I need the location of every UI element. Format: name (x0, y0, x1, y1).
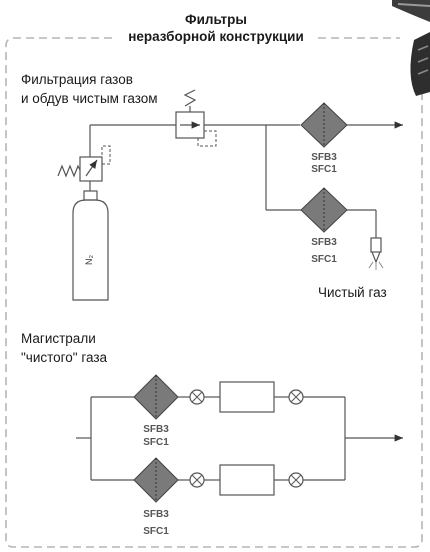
equipment-box (219, 464, 275, 496)
section1-caption-line-2: и обдув чистым газом (21, 91, 158, 106)
dashed-frame (5, 37, 423, 548)
filter-section2-1-model1: SFB3 (143, 424, 169, 435)
filter-section2-1 (133, 374, 179, 420)
filter-section2-2-model2: SFC1 (143, 526, 169, 537)
filter-section2-2-model1: SFB3 (143, 509, 169, 520)
filter-section1-1-model2: SFC1 (311, 164, 337, 175)
pressure-regulator (57, 124, 176, 191)
valve-icon (189, 472, 205, 488)
valve-icon (288, 472, 304, 488)
valve-icon (189, 389, 205, 405)
filter-section1-2-model1: SFB3 (311, 237, 337, 248)
title-line-1: Фильтры (185, 12, 247, 27)
section2-caption-line-2: "чистого" газа (21, 350, 108, 365)
gas-cylinder: N₂ (72, 190, 109, 301)
equipment-box (219, 381, 275, 413)
title-line-2: неразборной конструкции (128, 29, 304, 44)
cylinder-label: N₂ (84, 255, 94, 265)
line-regulator (175, 89, 300, 147)
manifold-lines (76, 396, 346, 481)
filter-section2-2 (133, 457, 179, 503)
filter-section1-2-model2: SFC1 (311, 254, 337, 265)
filter-section1-2 (300, 187, 348, 233)
valve-icon (288, 389, 304, 405)
product-photo (392, 0, 430, 96)
blow-nozzle (347, 209, 384, 270)
section2-caption-line-1: Магистрали (21, 331, 96, 346)
section1-caption-line-1: Фильтрация газов (21, 72, 133, 87)
filter-section1-1 (300, 102, 348, 148)
filter-section2-1-model2: SFC1 (143, 437, 169, 448)
clean-gas-label: Чистый газ (318, 285, 387, 300)
filter-section1-1-model1: SFB3 (311, 152, 337, 163)
